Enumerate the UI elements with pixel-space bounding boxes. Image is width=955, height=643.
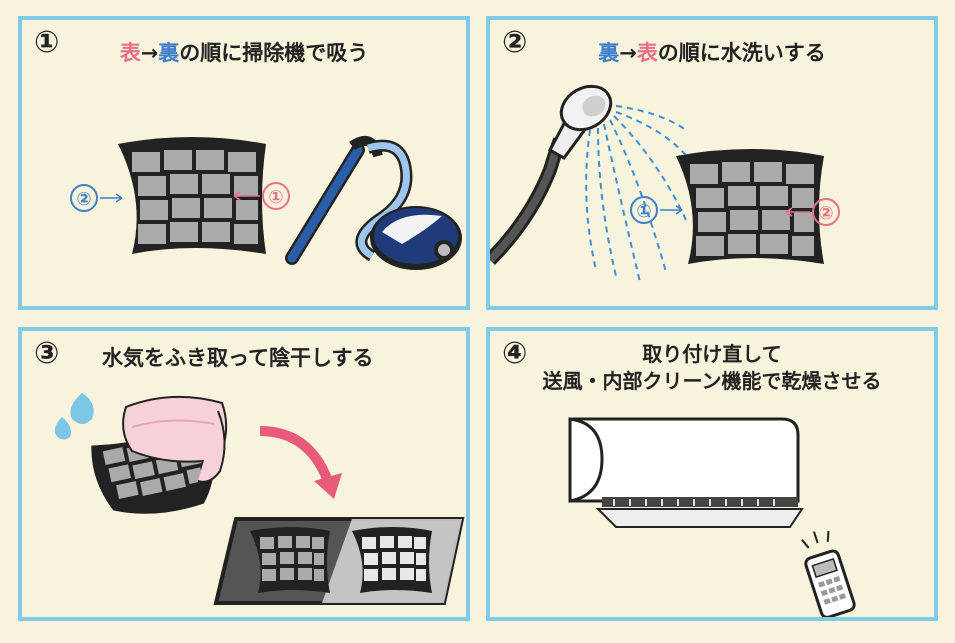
step-2-panel: ② 裏→表の順に水洗いする — [486, 16, 938, 310]
arrow-icon — [259, 426, 335, 489]
title-arrow: → — [619, 41, 637, 65]
vacuum-filter-illustration: ② ① — [70, 135, 462, 270]
title-front-word: 表 — [119, 41, 141, 65]
step-title: 水気をふき取って陰干しする — [102, 346, 374, 370]
title-rest: の順に水洗いする — [657, 41, 826, 65]
step-3-panel: ③ 水気をふき取って陰干しする — [18, 327, 470, 621]
water-spray — [585, 105, 691, 283]
towel-icon — [122, 395, 228, 483]
filter-icon — [118, 137, 266, 254]
filter-icon — [676, 149, 824, 264]
vacuum-cleaner-icon — [285, 135, 462, 270]
filter-icon — [250, 527, 330, 593]
shower-filter-illustration: ① ② — [490, 84, 840, 283]
shower-hose — [490, 137, 567, 265]
title-back-word: 裏 — [158, 41, 180, 65]
aircon-illustration — [568, 417, 856, 617]
title-rest: の順に掃除機で吸う — [179, 41, 369, 65]
step-title: 裏→表の順に水洗いする — [490, 40, 934, 66]
step-title: 表→裏の順に掃除機で吸う — [22, 40, 466, 66]
callout-back: ① — [630, 196, 683, 224]
drying-tray — [213, 517, 465, 605]
step-number: ④ — [502, 336, 528, 371]
remote-control-icon — [801, 530, 856, 617]
callout-back: ② — [70, 184, 123, 212]
step-number: ① — [34, 25, 60, 60]
title-arrow: → — [140, 41, 159, 65]
air-conditioner-icon — [568, 417, 804, 528]
water-drop-icon — [54, 393, 94, 440]
shower-head-icon — [547, 84, 613, 160]
step-title-line-1: 取り付け直して — [642, 342, 782, 366]
title-front-word: 表 — [636, 41, 658, 65]
callout-back-label: ① — [636, 201, 651, 222]
callout-front: ① — [233, 182, 290, 210]
step-number: ② — [502, 25, 528, 60]
callout-back-label: ② — [76, 189, 91, 210]
step-title-line-2: 送風・内部クリーン機能で乾燥させる — [542, 369, 882, 393]
step-4-panel: ④ 取り付け直して 送風・内部クリーン機能で乾燥させる — [486, 327, 938, 621]
dry-filter-illustration — [54, 393, 465, 605]
step-number: ③ — [34, 336, 60, 371]
step-1-panel: ① 表→裏の順に掃除機で吸う ② ① — [18, 16, 470, 310]
callout-front-label: ② — [818, 203, 833, 224]
callout-front: ② — [785, 198, 840, 226]
filter-icon — [352, 527, 432, 593]
title-back-word: 裏 — [598, 41, 620, 65]
step-title: 取り付け直して 送風・内部クリーン機能で乾燥させる — [490, 341, 934, 395]
callout-front-label: ① — [268, 187, 283, 208]
